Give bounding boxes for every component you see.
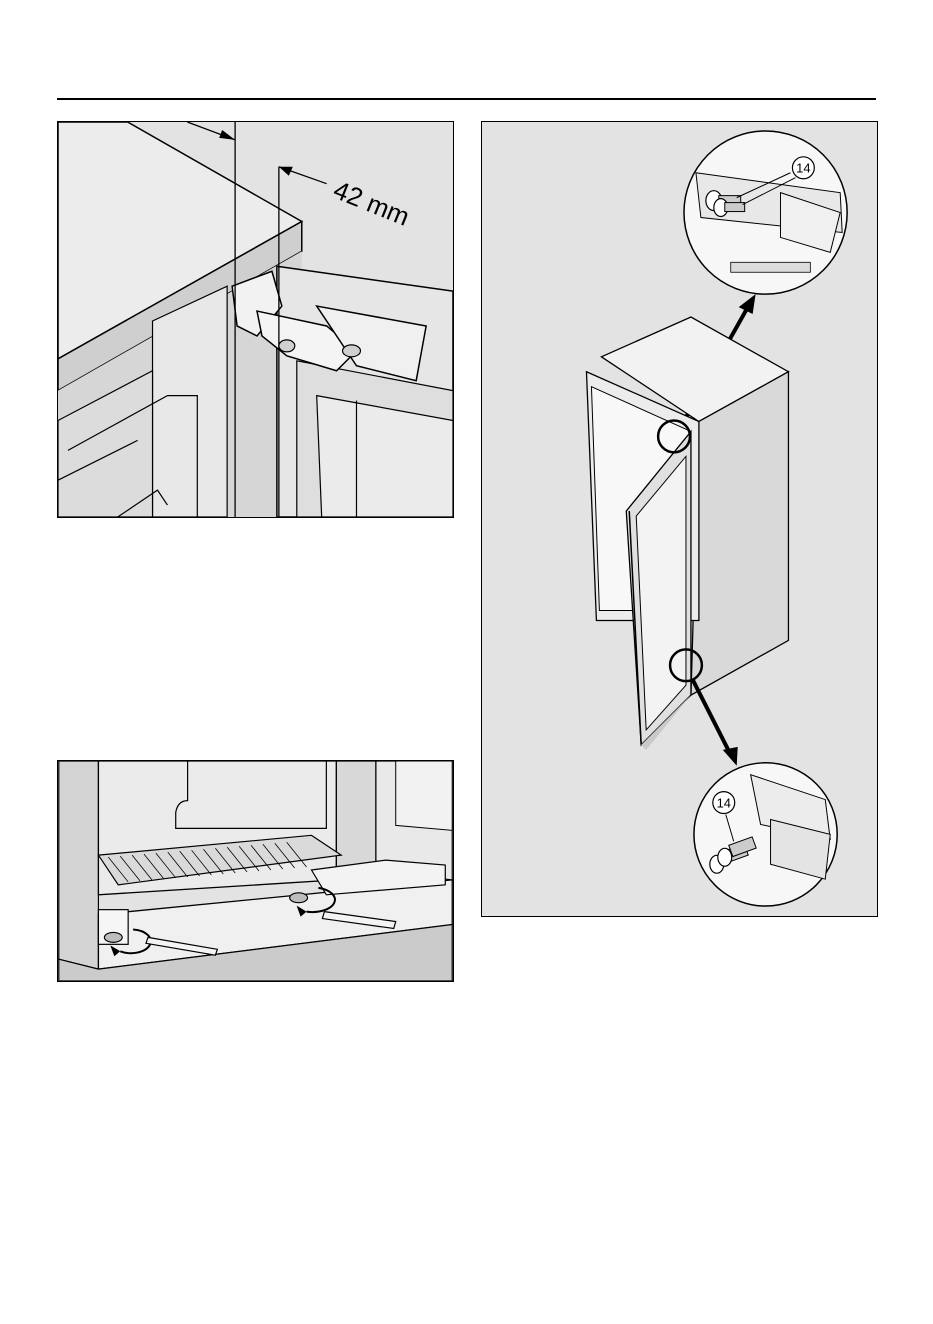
hinge-clearance-illustration: 42 mm	[58, 122, 453, 517]
bottom-detail-view: 14	[694, 763, 837, 906]
figure-hinge-clearance: 42 mm	[57, 121, 454, 518]
door-mounting-illustration: 14	[482, 122, 877, 916]
bottom-callout-number: 14	[717, 796, 731, 811]
figure-door-mounting: 14	[481, 121, 878, 917]
header-rule	[57, 98, 876, 100]
figure-levelling-feet	[57, 760, 454, 982]
top-detail-view: 14	[684, 131, 847, 294]
top-callout-number: 14	[796, 161, 810, 176]
levelling-feet-illustration	[58, 761, 453, 981]
